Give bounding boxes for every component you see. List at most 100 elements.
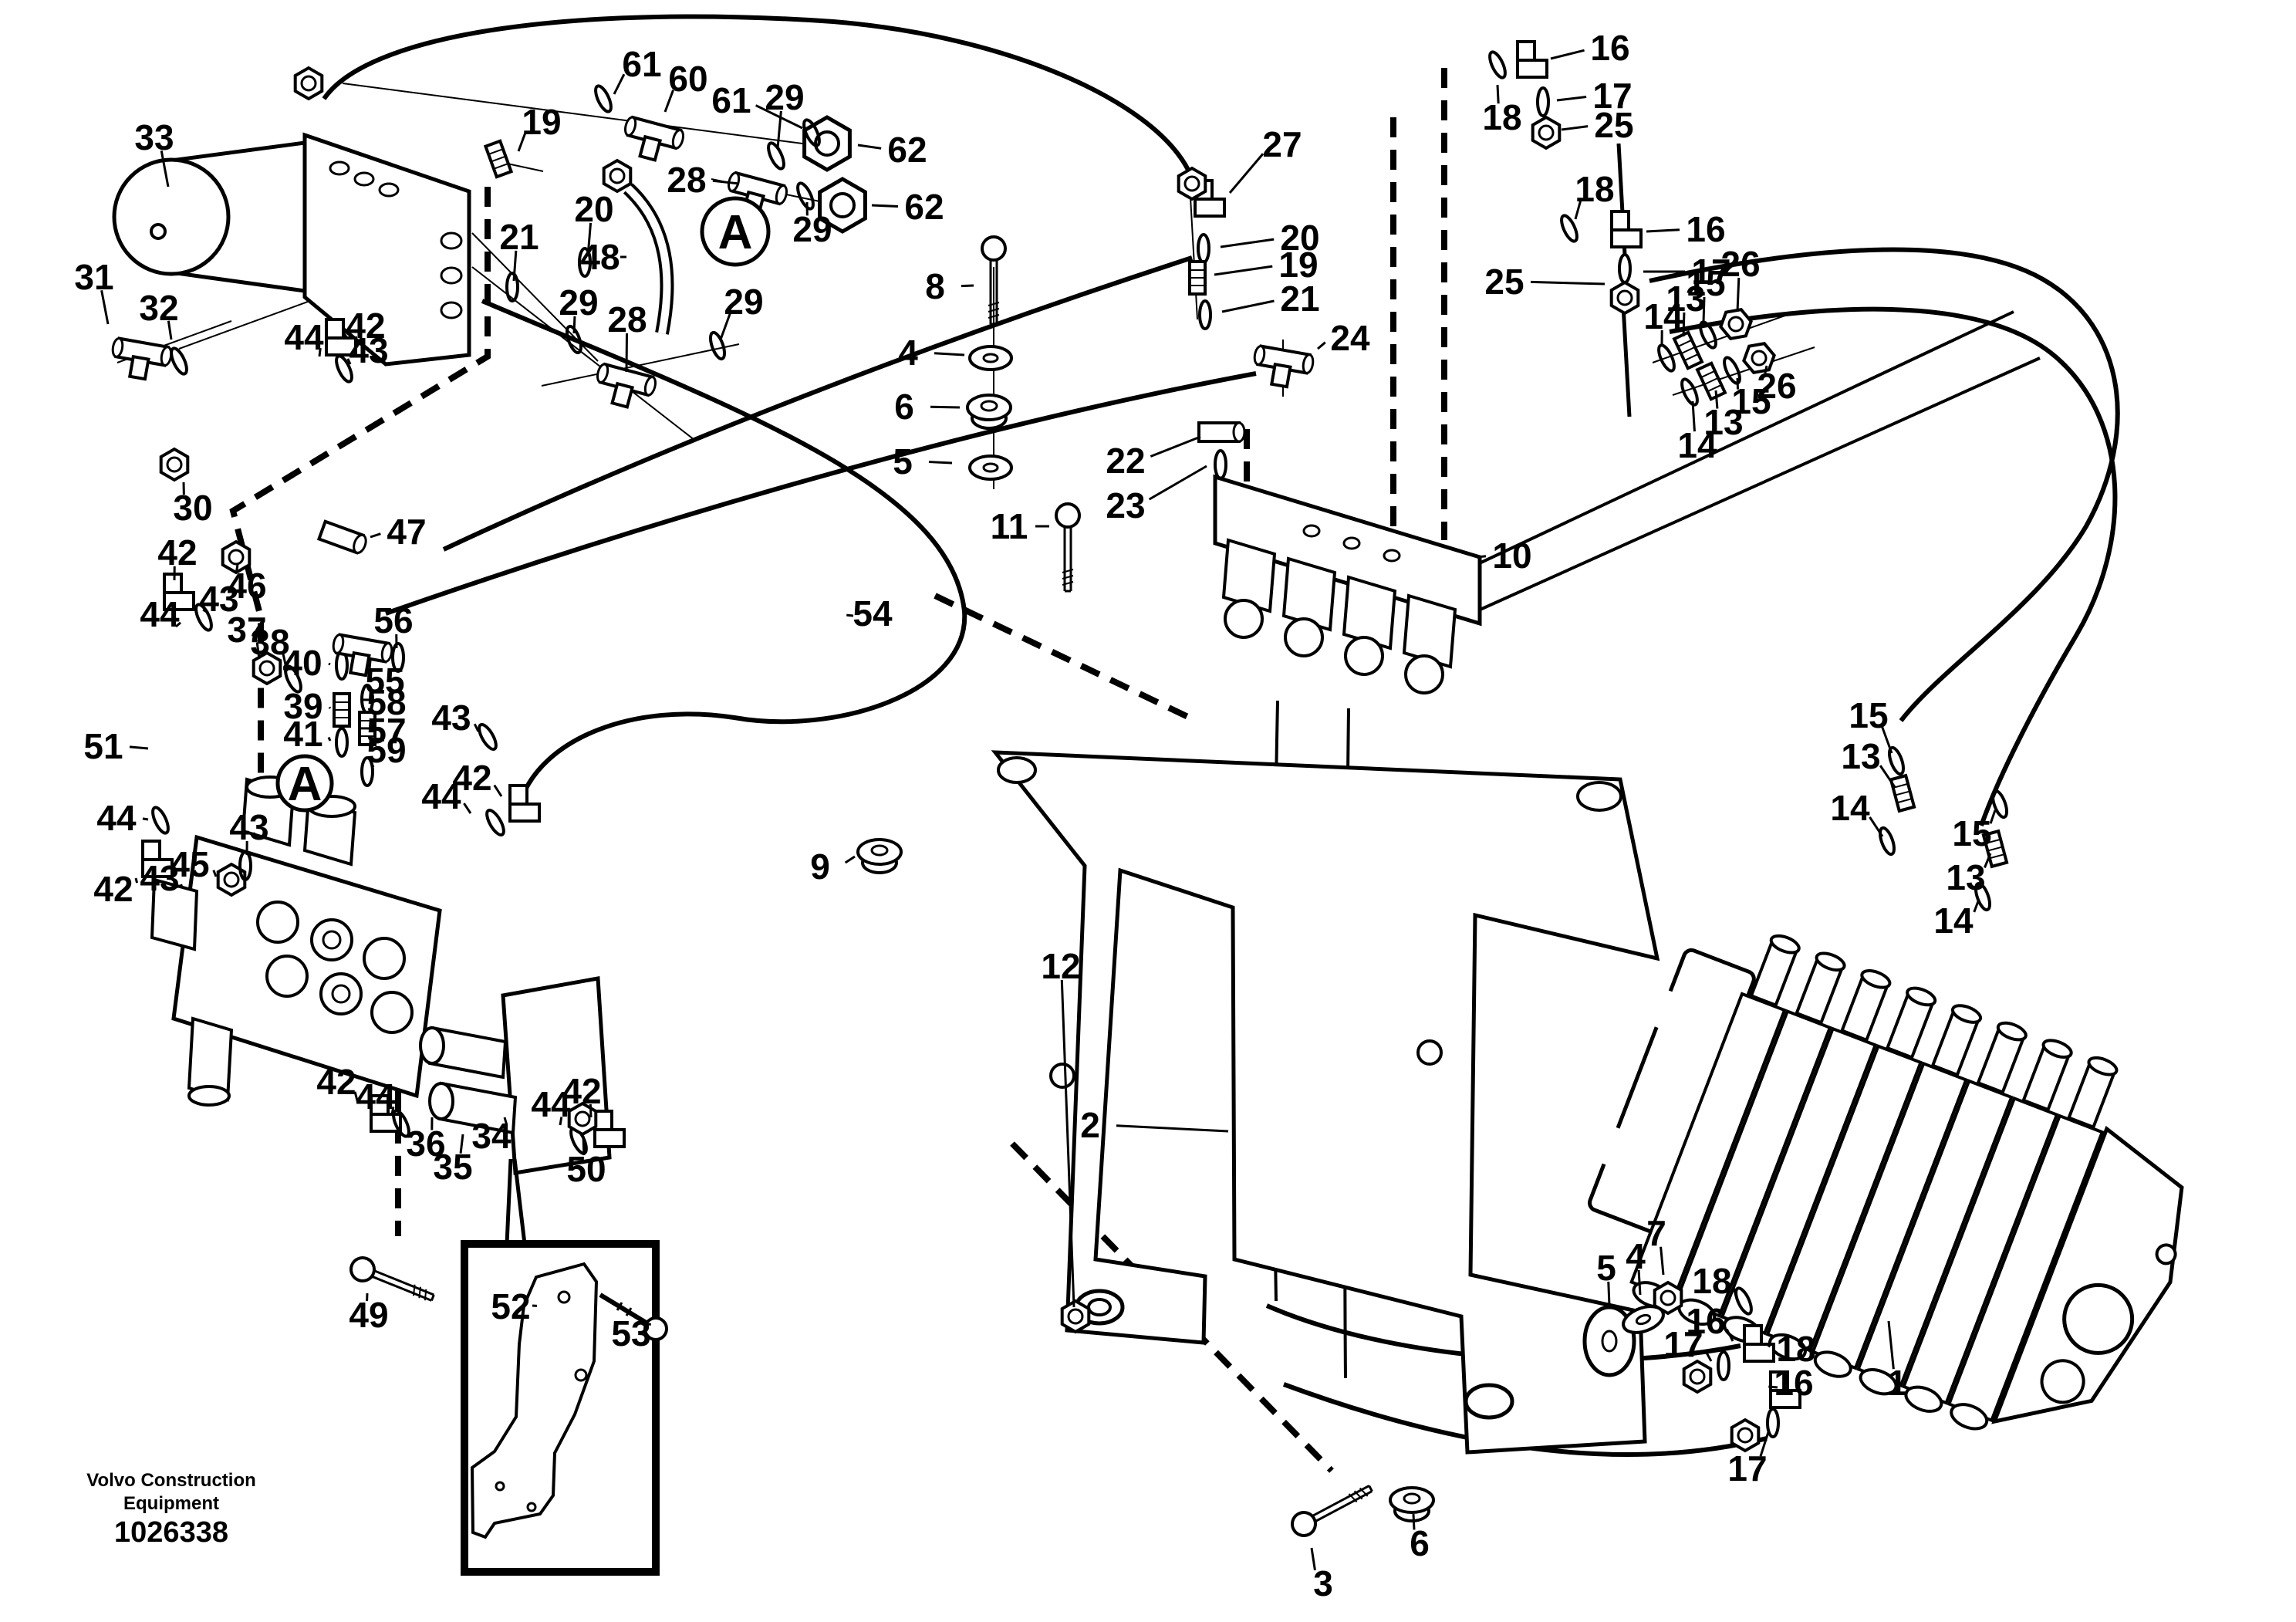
callout-1: 1 — [1887, 1363, 1907, 1403]
callout-leader-16 — [1725, 1329, 1734, 1342]
callout-29: 29 — [765, 77, 804, 117]
fitting-oring — [478, 723, 498, 751]
callout-leader-17 — [1556, 96, 1587, 102]
callout-8: 8 — [925, 266, 945, 306]
callout-33: 33 — [134, 117, 174, 157]
fitting-oring — [1657, 343, 1676, 373]
fitting-nut — [1177, 166, 1207, 201]
callout-54: 54 — [853, 593, 893, 634]
callout-leader-15 — [1702, 296, 1706, 323]
callout-leader-29 — [776, 110, 782, 149]
fitting-nut — [252, 650, 282, 686]
callout-leader-51 — [129, 745, 149, 750]
callout-leader-28 — [712, 179, 740, 185]
callout-leader-43 — [202, 608, 209, 614]
callout-leader-60 — [663, 90, 674, 113]
callout-leader-59 — [369, 760, 375, 768]
fitting-washer — [1622, 1305, 1665, 1334]
callout-24: 24 — [1330, 318, 1370, 358]
callout-5: 5 — [893, 441, 913, 482]
brand-line2: Equipment — [123, 1493, 219, 1514]
callout-leader-26 — [1736, 277, 1741, 313]
callout-27: 27 — [1262, 124, 1302, 164]
fitting-tee — [111, 336, 173, 381]
fitting-tee — [624, 115, 684, 162]
part-52-bracket — [470, 1262, 599, 1539]
fitting-cyl — [1197, 421, 1246, 443]
callout-40: 40 — [282, 643, 322, 683]
callout-leader-4 — [934, 352, 965, 357]
callout-19: 19 — [1278, 245, 1318, 285]
callout-leader-19 — [517, 132, 527, 152]
detail-a-marker-label: A — [718, 206, 753, 259]
fitting-oring — [1488, 50, 1507, 79]
fitting-nipple — [333, 692, 351, 728]
callout-55: 55 — [365, 661, 404, 701]
callout-14: 14 — [1643, 296, 1683, 336]
fitting-nut — [216, 862, 247, 897]
part-33-accumulator — [112, 132, 471, 367]
callout-9: 9 — [810, 846, 830, 887]
callout-leader-14 — [1691, 400, 1696, 432]
callout-13: 13 — [1666, 279, 1705, 319]
callout-61: 61 — [622, 44, 661, 84]
fitting-grommet — [1389, 1486, 1435, 1522]
callout-leader-15 — [1736, 377, 1740, 390]
callout-leader-24 — [1317, 341, 1326, 350]
fitting-oring — [1198, 299, 1212, 330]
callout-59: 59 — [366, 730, 406, 770]
callout-leader-44 — [175, 621, 182, 628]
callout-leader-21 — [1221, 299, 1275, 313]
callout-42: 42 — [452, 758, 491, 798]
fitting-nut — [221, 539, 252, 575]
fitting-oring — [391, 642, 405, 673]
callout-44: 44 — [96, 798, 137, 838]
callout-leader-42 — [134, 877, 139, 884]
callout-leader-44 — [390, 1107, 395, 1115]
callout-leader-13 — [1714, 390, 1719, 409]
callout-14: 14 — [1933, 901, 1974, 941]
callout-34: 34 — [471, 1116, 512, 1156]
footer-text: Volvo Construction Equipment 1026338 — [86, 1470, 256, 1549]
fitting-oring — [1560, 214, 1578, 243]
fitting-washer — [968, 345, 1013, 371]
fitting-nut — [1682, 1359, 1713, 1394]
callout-leader-54 — [846, 613, 854, 617]
callout-35: 35 — [433, 1147, 472, 1187]
fitting-nut — [1730, 1418, 1761, 1453]
callout-42: 42 — [157, 532, 197, 573]
fitting-oring — [238, 850, 252, 881]
callout-13: 13 — [1703, 402, 1743, 442]
callout-leader-20 — [1220, 238, 1275, 248]
fitting-tee — [332, 633, 393, 678]
callout-29: 29 — [559, 282, 598, 323]
fitting-nipple — [1981, 829, 2009, 869]
fitting-elbow — [1516, 40, 1548, 79]
callout-10: 10 — [1492, 536, 1531, 576]
callout-26: 26 — [1720, 244, 1760, 284]
fitting-oring — [151, 806, 170, 835]
callout-16: 16 — [1686, 1301, 1725, 1341]
callout-15: 15 — [1686, 263, 1725, 303]
callout-leader-62 — [857, 144, 882, 150]
callout-12: 12 — [1041, 946, 1080, 986]
part-10-solenoid-valve-block — [1213, 474, 1482, 694]
callout-leader-44 — [463, 803, 472, 814]
callout-leader-20 — [586, 222, 593, 257]
callout-26: 26 — [1757, 366, 1796, 406]
callout-leader-26 — [1764, 365, 1768, 374]
callout-leader-28 — [625, 333, 628, 373]
callout-13: 13 — [1946, 857, 1985, 897]
callout-44: 44 — [140, 594, 180, 634]
callout-11: 11 — [991, 506, 1028, 546]
fitting-grommet — [966, 394, 1012, 430]
fitting-oring — [1618, 253, 1632, 284]
callout-leader-19 — [1214, 265, 1273, 276]
callout-15: 15 — [1952, 813, 1991, 853]
fitting-oring — [170, 346, 188, 376]
fitting-oring — [708, 330, 727, 361]
callout-leader-17 — [1704, 1350, 1713, 1362]
callout-42: 42 — [562, 1071, 601, 1111]
callout-leader-10 — [1476, 555, 1487, 559]
